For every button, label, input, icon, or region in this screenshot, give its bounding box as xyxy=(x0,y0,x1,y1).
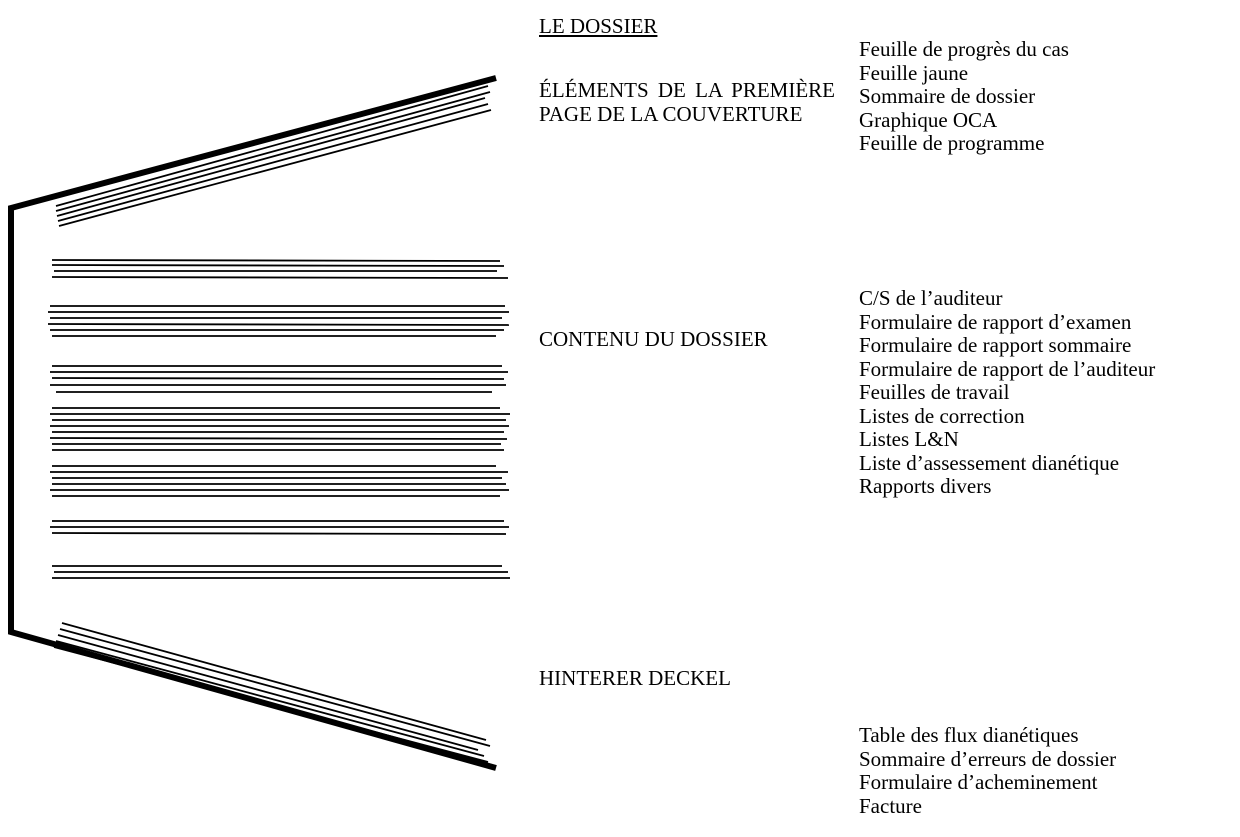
back-cover-label: HINTERER DECKEL xyxy=(539,666,731,690)
list-item: Formulaire de rapport d’examen xyxy=(859,309,1132,334)
front-cover-pages xyxy=(55,85,492,227)
list-item: Sommaire d’erreurs de dossier xyxy=(859,746,1117,771)
front-cover-list: Feuille de progrès du cas Feuille jaune … xyxy=(859,37,1069,156)
list-item: Feuille de programme xyxy=(859,131,1045,155)
list-item: Facture xyxy=(859,793,922,818)
list-item: Rapports divers xyxy=(859,474,992,498)
list-item: Feuille de progrès du cas xyxy=(859,37,1069,61)
list-item: Formulaire de rapport sommaire xyxy=(859,333,1132,357)
list-item: Feuilles de travail xyxy=(859,380,1010,404)
list-item: C/S de l’auditeur xyxy=(859,286,1003,310)
contents-list: C/S de l’auditeur Formulaire de rapport … xyxy=(859,286,1156,499)
folder-illustration xyxy=(7,75,510,771)
list-item: Graphique OCA xyxy=(859,107,998,132)
contents-pages xyxy=(47,259,510,579)
list-item: Sommaire de dossier xyxy=(859,84,1036,108)
back-cover-pages xyxy=(53,622,491,763)
back-cover-list: Table des flux dianétiques Sommaire d’er… xyxy=(859,723,1117,818)
list-item: Formulaire de rapport de l’auditeur xyxy=(859,356,1156,381)
contents-label: CONTENU DU DOSSIER xyxy=(539,327,768,351)
front-cover-label: ÉLÉMENTS DE LA PREMIÈRE PAGE DE LA COUVE… xyxy=(539,78,835,126)
list-item: Listes de correction xyxy=(859,403,1025,428)
list-item: Table des flux dianétiques xyxy=(859,723,1079,747)
page-title: LE DOSSIER xyxy=(539,14,658,38)
list-item: Formulaire d’acheminement xyxy=(859,770,1098,794)
list-item: Liste d’assessement dianétique xyxy=(859,450,1120,475)
folder-spine xyxy=(7,75,497,771)
list-item: Listes L&N xyxy=(859,427,959,451)
list-item: Feuille jaune xyxy=(859,60,969,85)
